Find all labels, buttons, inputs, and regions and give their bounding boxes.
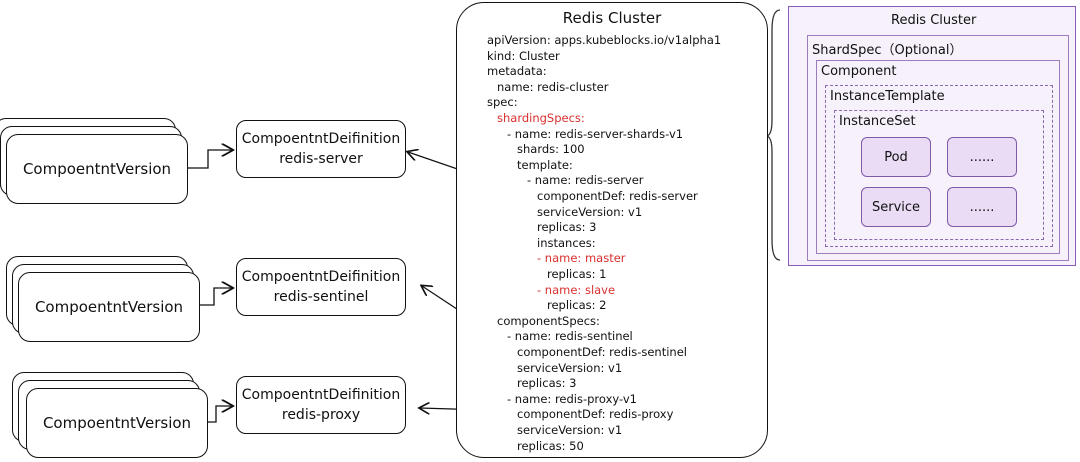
- instanceset-box: InstanceSet Pod ...... Service ......: [834, 110, 1044, 240]
- instanceset-label: InstanceSet: [839, 114, 916, 129]
- component-version-card: CompoentntVersion: [6, 134, 188, 204]
- component-version-card: CompoentntVersion: [18, 272, 200, 342]
- component-version-stack-sentinel: CompoentntVersion: [0, 256, 210, 346]
- component-definition-redis-proxy: CompoentntDeifinition redis-proxy: [236, 376, 406, 434]
- definition-name: redis-server: [279, 151, 363, 167]
- link-version-to-server-def: [186, 150, 232, 169]
- yaml-line: serviceVersion: v1: [537, 204, 643, 219]
- definition-name: redis-sentinel: [273, 289, 369, 305]
- yaml-line: shards: 100: [517, 142, 585, 157]
- yaml-line: template:: [517, 157, 573, 172]
- definition-title: CompoentntDeifinition: [241, 131, 401, 147]
- yaml-line: - name: redis-proxy-v1: [507, 391, 637, 406]
- shardspec-box: ShardSpec（Optional） Component InstanceTe…: [807, 35, 1069, 261]
- cluster-yaml-panel: Redis Cluster apiVersion: apps.kubeblock…: [456, 2, 768, 458]
- definition-title: CompoentntDeifinition: [241, 387, 401, 403]
- yaml-line: replicas: 3: [517, 376, 577, 391]
- yaml-line: replicas: 2: [547, 298, 607, 313]
- yaml-line: - name: redis-server: [527, 173, 644, 188]
- yaml-line: - name: slave: [537, 282, 616, 297]
- definition-title: CompoentntDeifinition: [241, 269, 401, 285]
- yaml-line: replicas: 50: [517, 438, 584, 453]
- yaml-line: instances:: [537, 235, 596, 250]
- yaml-line: - name: master: [537, 251, 626, 266]
- hierarchy-cluster-label: Redis Cluster: [891, 13, 977, 28]
- shardspec-label: ShardSpec（Optional）: [812, 43, 963, 58]
- service-cell: Service: [861, 187, 931, 227]
- instance-template-box: InstanceTemplate InstanceSet Pod ...... …: [825, 85, 1053, 247]
- yaml-line: replicas: 1: [547, 267, 607, 281]
- component-version-label: CompoentntVersion: [34, 298, 184, 316]
- yaml-line: componentDef: redis-sentinel: [517, 345, 687, 359]
- instance-template-label: InstanceTemplate: [830, 89, 945, 104]
- service-ellipsis-cell: ......: [947, 187, 1017, 227]
- yaml-line: componentDef: redis-server: [537, 189, 698, 203]
- yaml-line: serviceVersion: v1: [517, 423, 623, 437]
- pod-cell: Pod: [861, 137, 931, 177]
- yaml-title: Redis Cluster: [562, 9, 662, 27]
- brace-icon: [765, 9, 781, 261]
- yaml-line: apiVersion: apps.kubeblocks.io/v1alpha1: [487, 33, 722, 47]
- pod-ellipsis-cell: ......: [947, 137, 1017, 177]
- definition-name: redis-proxy: [281, 407, 361, 423]
- component-version-stack-server: CompoentntVersion: [0, 118, 200, 208]
- yaml-line: name: redis-cluster: [497, 79, 609, 94]
- component-version-label: CompoentntVersion: [42, 414, 192, 432]
- yaml-line: serviceVersion: v1: [517, 360, 623, 375]
- yaml-line: kind: Cluster: [487, 48, 560, 63]
- component-definition-redis-server: CompoentntDeifinition redis-server: [236, 120, 406, 178]
- component-version-card: CompoentntVersion: [26, 388, 208, 458]
- link-version-to-sentinel-def: [192, 288, 232, 306]
- cluster-hierarchy-panel: Redis Cluster ShardSpec（Optional） Compon…: [788, 6, 1076, 266]
- component-label: Component: [821, 64, 897, 79]
- component-definition-redis-sentinel: CompoentntDeifinition redis-sentinel: [236, 258, 406, 316]
- yaml-line: shardingSpecs:: [497, 111, 585, 125]
- component-box: Component InstanceTemplate InstanceSet P…: [816, 60, 1060, 254]
- component-version-stack-proxy: CompoentntVersion: [0, 372, 220, 462]
- yaml-line: spec:: [487, 95, 518, 110]
- yaml-line: componentSpecs:: [497, 313, 600, 328]
- yaml-line: - name: redis-server-shards-v1: [507, 126, 684, 141]
- component-version-label: CompoentntVersion: [22, 160, 172, 178]
- yaml-line: metadata:: [487, 64, 547, 79]
- yaml-line: componentDef: redis-proxy: [517, 407, 674, 422]
- yaml-line: - name: redis-sentinel: [507, 329, 633, 344]
- yaml-line: replicas: 3: [537, 220, 597, 235]
